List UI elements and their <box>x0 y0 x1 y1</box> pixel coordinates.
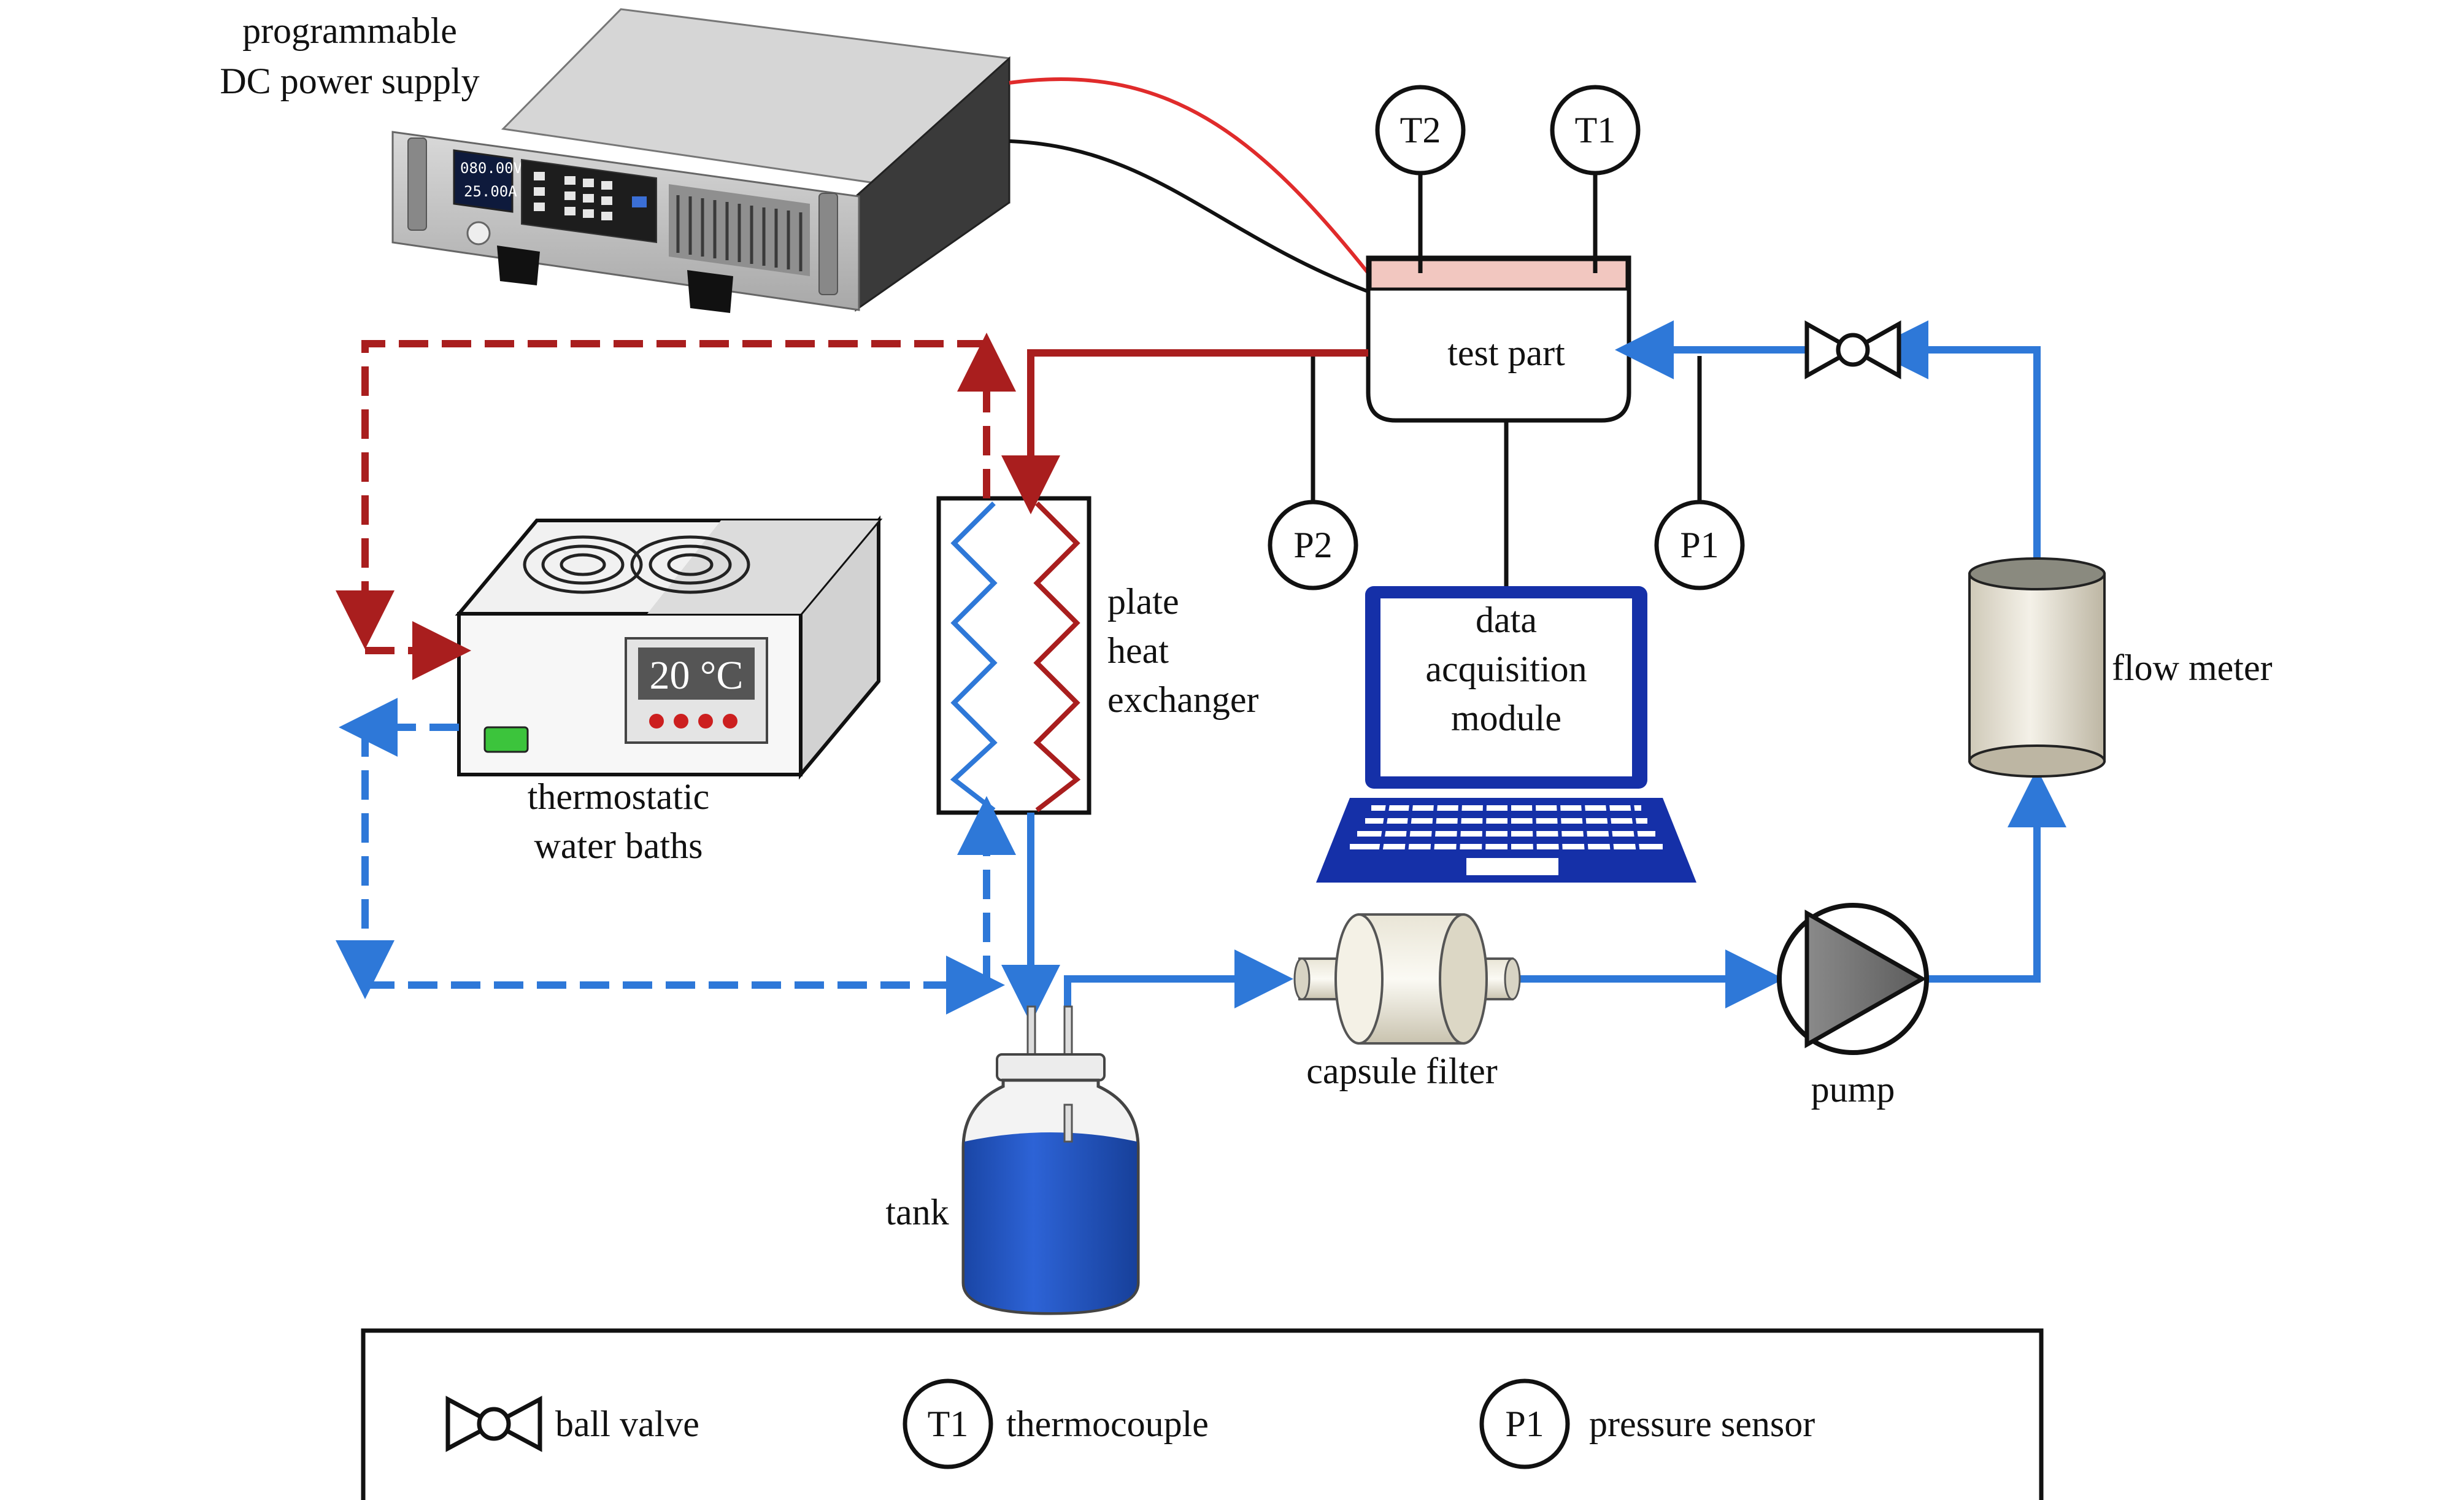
daq-label-line3: module <box>1451 698 1561 738</box>
keypad <box>534 172 647 220</box>
legend-pressure-sensor-icon <box>1479 1378 1570 1469</box>
current-readout: 25.00A <box>464 183 517 200</box>
bath-temperature-display: 20 °C <box>650 653 744 698</box>
legend-ball-valve-icon <box>445 1396 542 1452</box>
legend-thermocouple-label: thermocouple <box>1006 1404 1209 1444</box>
ball-valve-icon <box>1804 320 1901 379</box>
exchanger-label-line1: plate <box>1107 581 1179 622</box>
legend-thermocouple-icon <box>903 1378 993 1469</box>
red-power-cable <box>1009 77 1370 274</box>
test-part <box>1366 255 1631 423</box>
daq-label-line2: acquisition <box>1425 649 1587 689</box>
daq-label-line1: data <box>1476 600 1537 640</box>
exchanger-label-line2: heat <box>1107 630 1169 671</box>
legend-pressure-symbol: P1 <box>1505 1404 1544 1444</box>
black-power-cable <box>1009 139 1369 293</box>
power-supply-label-line1: programmable <box>242 10 457 51</box>
legend-pressure-sensor-label: pressure sensor <box>1589 1404 1815 1444</box>
cold-loop <box>336 320 2066 1024</box>
flow-meter <box>1968 557 2106 778</box>
bath-label-line1: thermostatic <box>528 776 710 817</box>
p1-label: P1 <box>1680 525 1719 565</box>
tank-label: tank <box>885 1192 949 1232</box>
legend-thermocouple-symbol: T1 <box>928 1404 969 1444</box>
legend-ball-valve-label: ball valve <box>555 1404 699 1444</box>
hot-loop <box>336 333 1368 680</box>
voltage-readout: 080.00V <box>460 160 522 177</box>
capsule-filter-label: capsule filter <box>1306 1051 1498 1091</box>
thermocouple-t2-icon <box>1375 85 1466 176</box>
flow-meter-label: flow meter <box>2112 648 2273 688</box>
laptop-icon <box>1316 586 1696 883</box>
legend-box <box>361 1328 2044 1500</box>
bath-label-line2: water baths <box>534 825 703 866</box>
tank-icon <box>961 1005 1140 1315</box>
power-supply-label-line2: DC power supply <box>220 61 479 101</box>
pressure-sensor-p1-icon <box>1654 500 1745 590</box>
pressure-sensor-p2-icon <box>1268 500 1358 590</box>
t2-label: T2 <box>1400 110 1441 150</box>
test-part-label: test part <box>1447 333 1565 373</box>
t1-label: T1 <box>1575 110 1616 150</box>
exchanger-cold-channel <box>950 501 998 813</box>
exchanger-label-line3: exchanger <box>1107 679 1259 720</box>
thermocouple-t1-icon <box>1550 85 1641 176</box>
exchanger-hot-channel <box>1033 501 1081 813</box>
pump-icon <box>1777 903 1929 1055</box>
dc-power-supply: 080.00V 25.00A <box>391 8 1011 313</box>
thermostatic-water-bath <box>455 515 883 780</box>
p2-label: P2 <box>1293 525 1332 565</box>
capsule-filter-icon <box>1293 913 1521 1045</box>
plate-heat-exchanger <box>936 496 1091 815</box>
pump-label: pump <box>1811 1069 1895 1110</box>
